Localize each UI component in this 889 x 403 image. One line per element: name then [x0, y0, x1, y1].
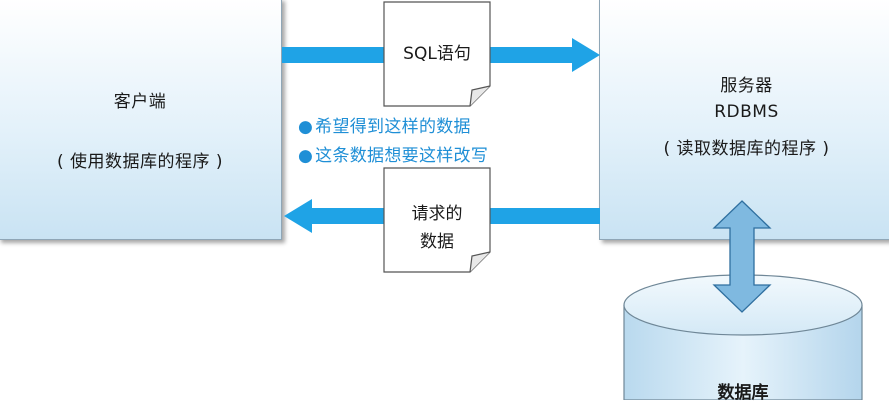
- bullet-icon: ●: [298, 146, 314, 166]
- server-product: RDBMS: [714, 102, 779, 122]
- sql-document-label: SQL语句: [403, 44, 471, 64]
- bullet-icon: ●: [298, 117, 314, 137]
- note-text: 这条数据想要这样改写: [315, 146, 489, 166]
- note-item: ●希望得到这样的数据: [298, 112, 471, 137]
- server-subtitle: ( 读取数据库的程序 ): [663, 139, 830, 159]
- server-db-arrow: [712, 200, 772, 313]
- server-title: 服务器: [720, 76, 773, 96]
- response-document: [383, 167, 491, 273]
- database-label: 数据库: [717, 383, 769, 403]
- client-title: 客户端: [113, 92, 167, 112]
- client-box: 客户端 ( 使用数据库的程序 ): [0, 0, 282, 240]
- client-subtitle: ( 使用数据库的程序 ): [56, 152, 224, 172]
- response-document-line2: 数据: [420, 232, 454, 252]
- sql-document: [383, 1, 491, 107]
- note-item: ●这条数据想要这样改写: [298, 141, 488, 166]
- note-text: 希望得到这样的数据: [315, 117, 471, 137]
- response-document-line1: 请求的: [411, 204, 463, 224]
- server-box: 服务器 RDBMS ( 读取数据库的程序 ): [599, 0, 889, 240]
